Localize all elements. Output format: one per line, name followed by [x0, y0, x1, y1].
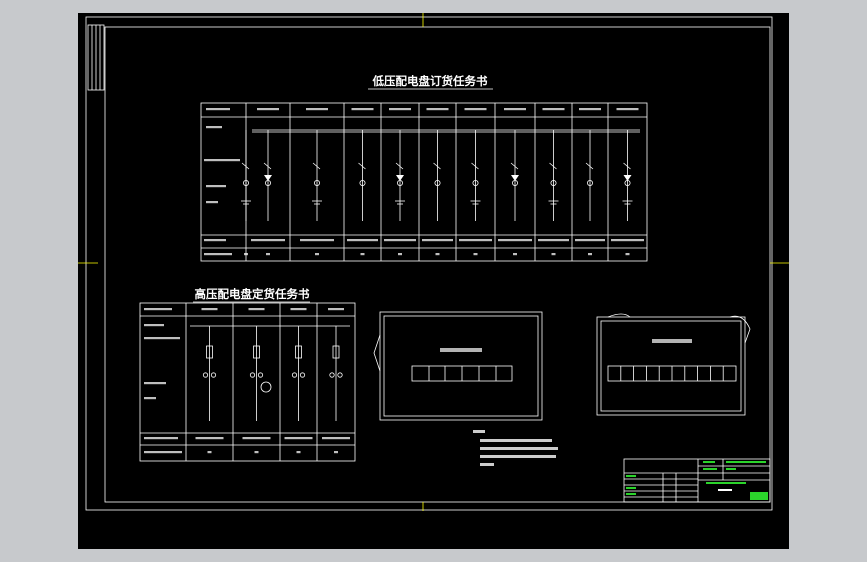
cad-drawing-viewport[interactable]: 低压配电盘订货任务书 高压配电盘定货任务书	[78, 13, 789, 549]
high-voltage-table	[139, 302, 356, 462]
high-voltage-title: 高压配电盘定货任务书	[195, 287, 310, 301]
inner-border	[104, 26, 771, 503]
low-voltage-layout-box	[373, 311, 543, 421]
low-voltage-title: 低压配电盘订货任务书	[372, 74, 488, 88]
side-strip	[87, 24, 105, 91]
high-voltage-layout-box	[596, 313, 751, 416]
low-voltage-table	[200, 102, 648, 262]
outer-border	[85, 16, 773, 511]
title-block	[623, 458, 771, 503]
notes-block	[473, 430, 558, 466]
drawing-sheet: 低压配电盘订货任务书 高压配电盘定货任务书	[78, 13, 789, 511]
crosshair-ticks	[78, 13, 789, 511]
